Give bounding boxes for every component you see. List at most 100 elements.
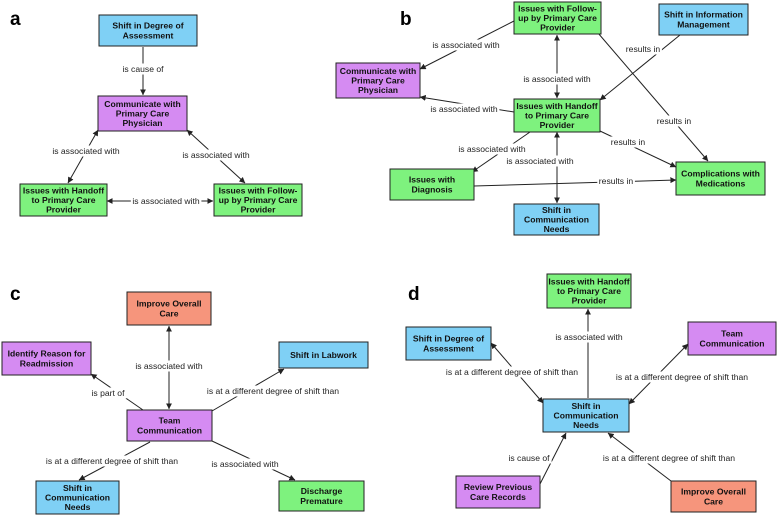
node-label-line: Communication (137, 425, 202, 435)
node-box (19, 183, 108, 217)
edge-label: is associated with (182, 150, 250, 160)
node-label-line: Provider (241, 205, 277, 215)
node-label-line: Provider (540, 23, 576, 33)
node-label-line: Shift in Degree of (112, 21, 183, 31)
edge-label-background (209, 458, 281, 470)
node-label-line: Physician (122, 118, 162, 128)
edge-label: results in (599, 176, 634, 186)
edge-label-background (601, 452, 737, 464)
edge-d5-d4 (539, 432, 567, 485)
edge-label-background (90, 387, 127, 399)
node-box (670, 480, 757, 513)
node-label-line: Assessment (123, 30, 174, 40)
node-label-line: to Primary Care (31, 195, 95, 205)
edge-label: is cause of (508, 453, 550, 463)
node-label-line: Needs (544, 224, 570, 234)
node-box (126, 409, 213, 442)
panel-label-b: b (400, 9, 412, 30)
edge-label-background (120, 63, 166, 75)
node-label-line: Needs (65, 502, 91, 512)
edge-label: results in (657, 116, 692, 126)
node-box (513, 203, 600, 236)
edge-label-background (456, 143, 528, 155)
node-box (513, 1, 602, 35)
node-box (675, 161, 766, 196)
edge-label: is at a different degree of shift than (603, 453, 735, 463)
node-label-line: Physician (358, 85, 398, 95)
edge-label-background (506, 452, 552, 464)
node-label-line: Shift in (542, 205, 571, 215)
node-label-line: Review Previous (464, 482, 533, 492)
node-label-line: Provider (46, 205, 82, 215)
node-label-line: Medications (696, 178, 746, 188)
node-label-line: Provider (572, 296, 608, 306)
edge-label: is associated with (458, 144, 526, 154)
node-box (1, 341, 92, 376)
edge-label: is associated with (523, 74, 591, 84)
node-box (278, 341, 369, 369)
node-label-line: Primary Care (116, 109, 170, 119)
edge-label-background (44, 455, 180, 467)
edge-label: is at a different degree of shift than (616, 372, 748, 382)
node-label-line: Team (721, 329, 743, 339)
edge-label-background (521, 73, 593, 85)
edge-label-background (614, 371, 750, 383)
edge-label-background (655, 115, 693, 127)
node-label-line: Communication (554, 411, 619, 421)
node-label-line: Readmission (20, 358, 74, 368)
edge-b2-b4 (599, 34, 681, 101)
edge-label-background (130, 195, 202, 207)
edge-b1-b6 (597, 32, 709, 162)
node-box (687, 321, 777, 356)
node-box (98, 14, 198, 47)
panel-label-a: a (10, 9, 21, 30)
edge-label-background (444, 366, 580, 378)
node-label-line: Improve Overall (137, 299, 202, 309)
edge-label-background (553, 331, 625, 343)
edge-b5-b6 (473, 177, 677, 187)
edge-label: is associated with (211, 459, 279, 469)
edge-label: is associated with (52, 146, 120, 156)
edge-label: results in (626, 44, 661, 54)
node-box (126, 291, 212, 326)
node-box (513, 98, 601, 133)
panel-label-c: c (10, 284, 21, 305)
node-label-line: Complications with (681, 169, 760, 179)
node-label-line: Communication (45, 493, 110, 503)
node-label-line: Improve Overall (681, 487, 746, 497)
node-label-line: Shift in Degree of (413, 334, 484, 344)
node-label-line: Issues with Handoff (516, 101, 597, 111)
node-label-line: Identify Reason for (8, 349, 86, 359)
node-box (455, 475, 541, 509)
node-box (546, 273, 632, 309)
node-label-line: Team (159, 416, 181, 426)
edge-label: results in (611, 137, 646, 147)
node-label-line: Issues with (409, 175, 455, 185)
node-c3: Shift in Labwork (278, 341, 369, 369)
node-label-line: Communicate with (104, 99, 180, 109)
node-label-line: Communication (524, 215, 589, 225)
node-box (97, 95, 188, 132)
edge-label-background (430, 39, 502, 51)
panel-label-d: d (408, 284, 420, 305)
node-label-line: Assessment (423, 343, 474, 353)
node-label-line: Primary Care (351, 76, 405, 86)
node-label-line: Issues with Follow- (518, 3, 597, 13)
